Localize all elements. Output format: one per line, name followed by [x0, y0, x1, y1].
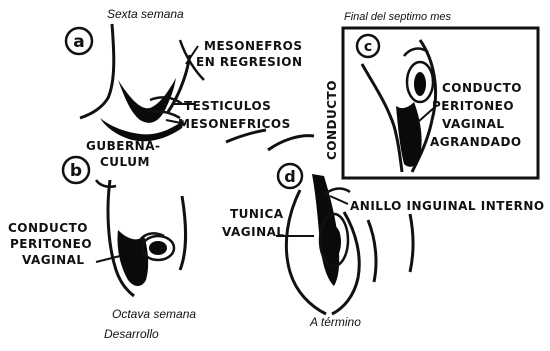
panel-a-label-gubernaculum-1: GUBERNA-: [86, 139, 161, 153]
panel-b: b CONDUCTO PERITONEO VAGINAL Octava sema…: [8, 157, 196, 341]
panel-d-letter: d: [284, 167, 295, 186]
panel-d-upper-arc: [268, 136, 314, 150]
panel-a-body-wall: [80, 24, 114, 118]
panel-a-caption: Sexta semana: [107, 7, 184, 21]
panel-d: d ANILLO INGUINAL INTERNO TUNICA VAGINAL…: [222, 130, 545, 329]
panel-c-epididymis: [404, 49, 428, 56]
panel-c-label-peritoneo: PERITONEO: [432, 99, 514, 113]
panel-c-label-vaginal: VAGINAL: [442, 117, 505, 131]
panel-b-leader-vaginal: [96, 256, 120, 262]
panel-d-testis-inner: [327, 226, 341, 258]
panel-c: c Final del septimo mes CONDUCTO PERITON…: [325, 11, 538, 178]
panel-a-label-gubernaculum-2: CULUM: [100, 155, 150, 169]
panel-b-label-vaginal: VAGINAL: [22, 253, 85, 267]
panel-d-right-wall: [410, 214, 413, 272]
panel-d-outer-wall: [368, 220, 376, 282]
panel-d-label-anillo: ANILLO INGUINAL INTERNO: [350, 199, 545, 213]
panel-c-wall-left: [362, 64, 402, 172]
panel-c-label-conducto: CONDUCTO: [442, 81, 522, 95]
panel-b-outer-wall: [180, 196, 186, 270]
panel-c-caption: Final del septimo mes: [344, 11, 451, 23]
panel-d-top-contour: [226, 130, 266, 142]
panel-c-testis-inner: [414, 72, 426, 96]
panel-a-label-mesonefros: MESONEFROS: [204, 39, 303, 53]
panel-b-testis-inner: [149, 241, 167, 255]
panel-c-label-vertical: CONDUCTO: [325, 80, 339, 160]
panel-b-caption-2: Desarrollo: [104, 327, 159, 341]
panel-d-caption: A término: [309, 315, 361, 329]
panel-b-label-peritoneo: PERITONEO: [10, 237, 92, 251]
panel-a-label-mesonefricos: MESONEFRICOS: [178, 117, 291, 131]
panel-a-label-testiculos: TESTICULOS: [184, 99, 271, 113]
panel-d-label-vaginal: VAGINAL: [222, 225, 285, 239]
panel-b-letter: b: [70, 161, 82, 181]
panel-c-letter: c: [364, 39, 372, 55]
panel-c-label-agrandado: AGRANDADO: [430, 135, 522, 149]
panel-a-label-en-regresion: EN REGRESION: [196, 55, 303, 69]
panel-d-label-tunica: TUNICA: [230, 207, 284, 221]
panel-d-leader-anillo: [330, 196, 348, 204]
panel-b-top-line: [96, 180, 116, 187]
panel-a-letter: a: [73, 32, 84, 52]
panel-a-testis-mass: [118, 78, 176, 123]
panel-b-caption-1: Octava semana: [112, 307, 196, 321]
panel-b-peritoneal-process: [117, 230, 148, 286]
panel-a: a Sexta semana MESONEFROS EN REGRESION T…: [66, 7, 303, 169]
panel-b-label-conducto: CONDUCTO: [8, 221, 88, 235]
